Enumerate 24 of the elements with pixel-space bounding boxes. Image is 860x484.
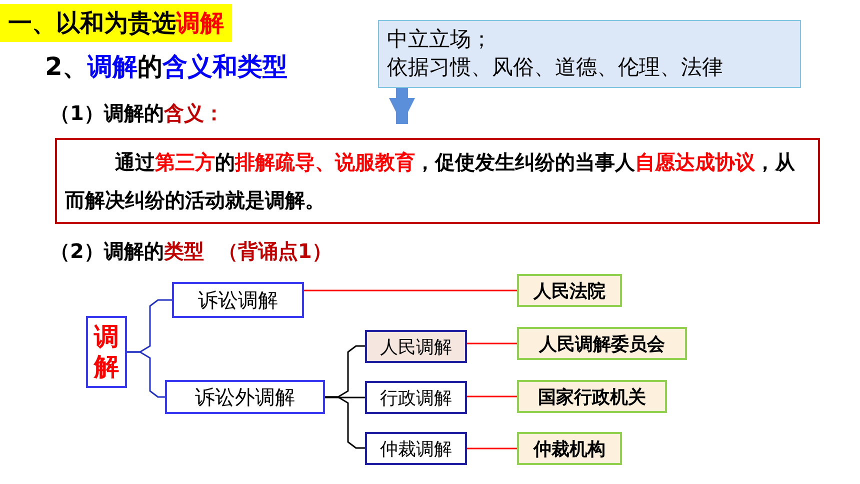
subheading: （1）调解的含义： [50,100,224,127]
brace-connector [325,396,365,398]
institution-box: 人民调解委员会 [517,327,687,360]
note-box: 中立立场； 依据习惯、风俗、道德、伦理、法律 [378,20,801,88]
type-box: 仲裁调解 [365,432,467,465]
category-box: 诉讼调解 [172,282,304,318]
section-heading: 2、调解的含义和类型 [45,51,288,83]
title-banner: 一、以和为贵选调解 [0,4,232,42]
connector-line [467,342,517,344]
type-box: 行政调解 [365,381,467,414]
institution-box: 仲裁机构 [517,432,622,465]
category-box: 诉讼外调解 [165,380,325,414]
brace-connector [127,351,165,398]
topic-box: 调解 [86,316,127,388]
institution-box: 国家行政机关 [517,380,667,413]
arrow [389,88,415,124]
institution-box: 人民法院 [517,274,622,307]
type-box: 人民调解 [365,330,467,363]
connector-line [467,396,517,398]
connector-line [304,290,517,292]
connector-line [467,448,517,450]
brace-connector [325,396,365,449]
definition-box: 通过第三方的排解疏导、说服教育，促使发生纠纷的当事人自愿达成协议，从而解决纠纷的活动就是调解。 [55,138,820,224]
subheading: （2）调解的类型 （背诵点1） [50,238,332,265]
